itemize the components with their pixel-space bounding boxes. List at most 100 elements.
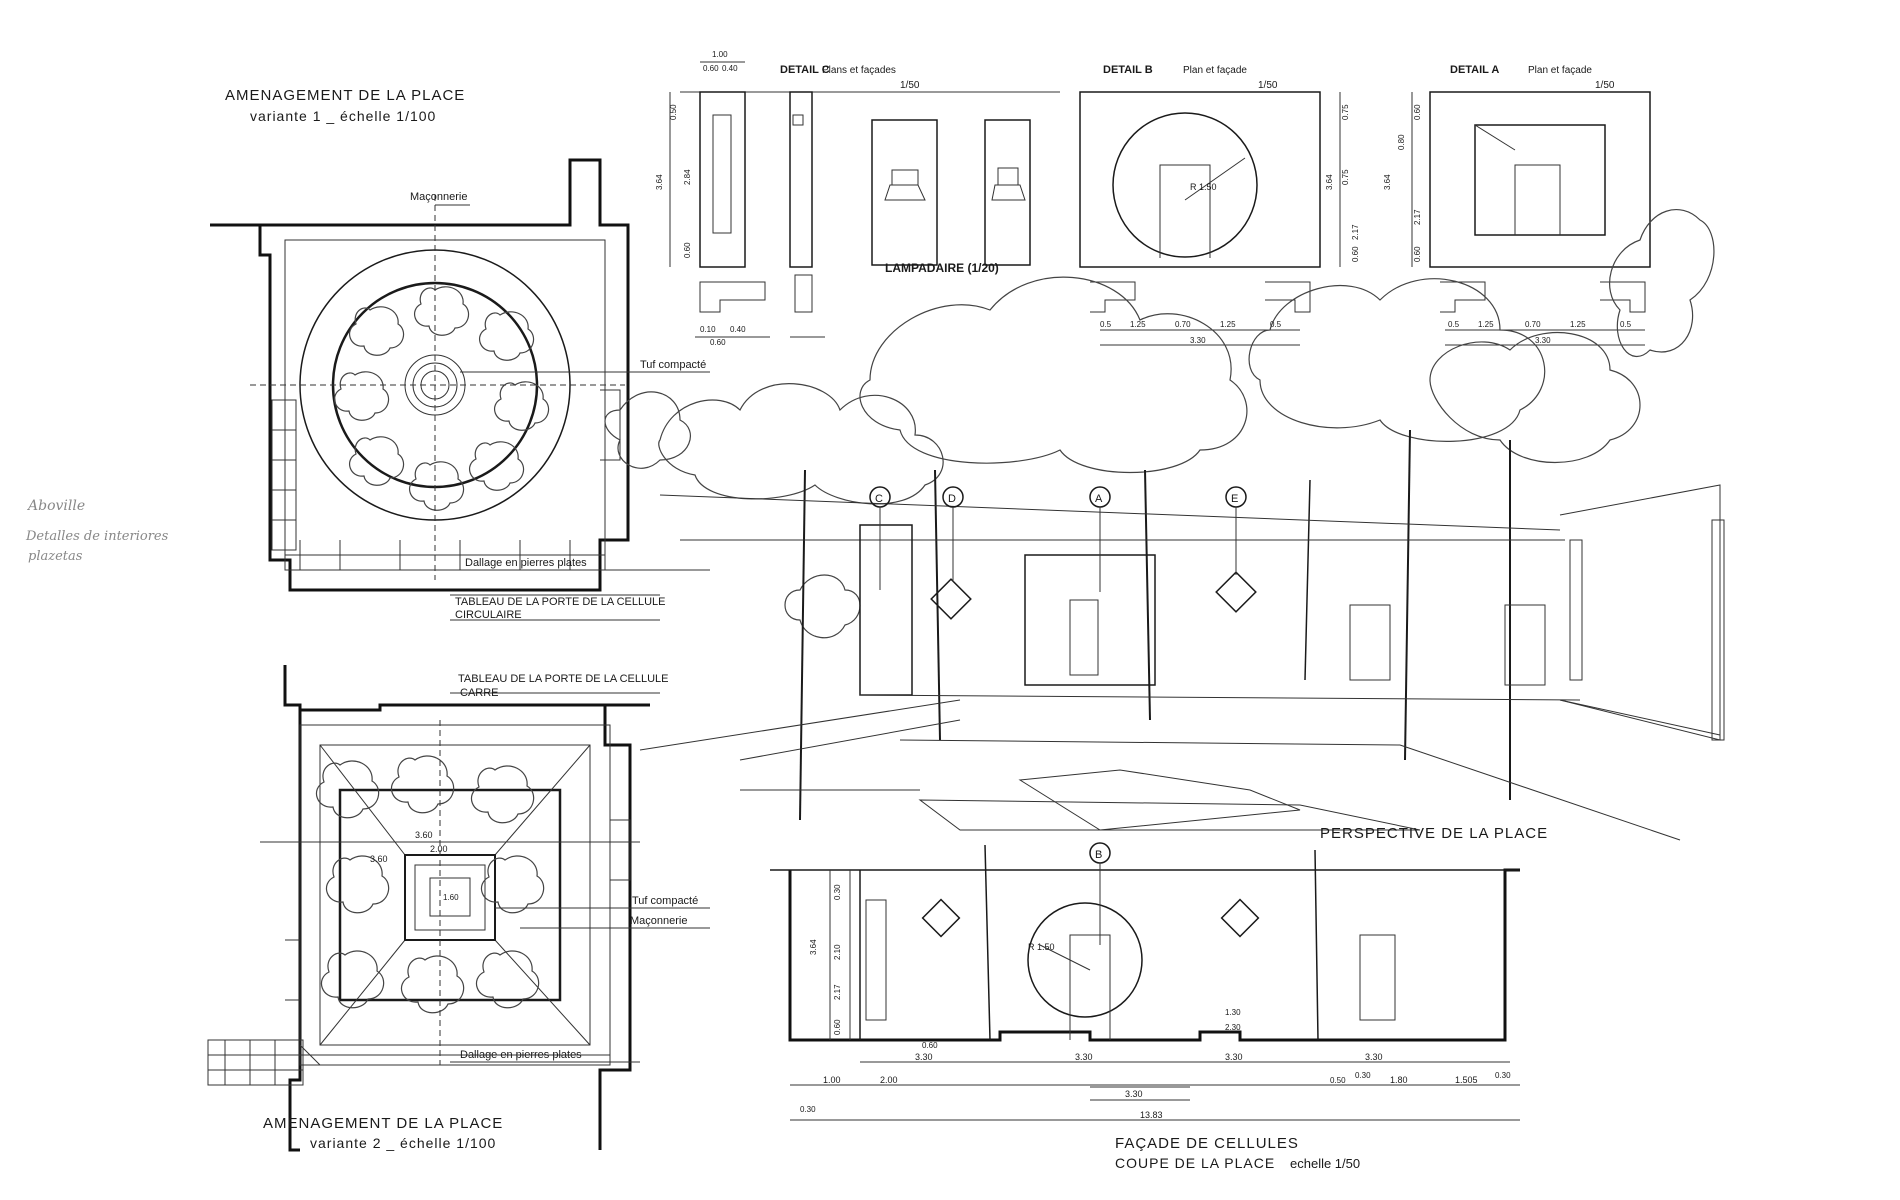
lamp-label: LAMPADAIRE (1/20)	[885, 261, 999, 275]
plan-variant2: 3.60 2.00 3.60 1.60 TABLEAU DE LA PORTE …	[207, 665, 710, 1152]
detail-a-title: DETAIL A	[1450, 64, 1499, 76]
facade-title-line2: COUPE DE LA PLACE	[1115, 1155, 1275, 1171]
detail-b-dim-bottom-5: 0.5	[1270, 320, 1282, 329]
detail-a-dim-side-4: 2.17	[1413, 209, 1422, 225]
handwritten-note-line2: Detalles de interiores	[25, 529, 169, 544]
detail-c-dim-side-2: 3.64	[655, 174, 664, 190]
perspective-title: PERSPECTIVE DE LA PLACE	[1320, 825, 1548, 842]
detail-b: DETAIL B Plan et façade 1/50 R 1.50 0.75…	[1079, 64, 1360, 346]
facade-dim-small-2: 2.30	[1225, 1023, 1241, 1032]
detail-b-dim-side-1: 0.75	[1341, 104, 1350, 120]
plan-variant1-label-door-line1: TABLEAU DE LA PORTE DE LA CELLULE	[455, 596, 666, 608]
plan-variant2-title: AMENAGEMENT DE LA PLACE	[263, 1115, 503, 1132]
detail-a-dim-side-2: 0.80	[1397, 134, 1406, 150]
plan-variant1-annotations: Maçonnerie Tuf compacté Dallage en pierr…	[250, 191, 710, 621]
facade-dim-total: 13.83	[1140, 1110, 1163, 1120]
facade-radius: R 1.50	[1028, 942, 1055, 952]
detail-a-subtitle: Plan et façade	[1528, 65, 1592, 76]
handwritten-note: Aboville Detalles de interiores plazetas	[25, 498, 169, 564]
detail-a-dim-bottom-2: 1.25	[1478, 320, 1494, 329]
detail-a-dim-bottom-1: 0.5	[1448, 320, 1460, 329]
facade-dim-row1-3: 3.30	[1225, 1052, 1243, 1062]
marker-c: C	[875, 493, 883, 505]
detail-a-dim-bottom-3: 0.70	[1525, 320, 1541, 329]
detail-b-title: DETAIL B	[1103, 64, 1153, 76]
facade-dim-row2-2: 2.00	[880, 1075, 898, 1085]
plan-variant1: AMENAGEMENT DE LA PLACE variante 1 _ éch…	[210, 87, 710, 621]
plan-variant2-dim-center: 1.60	[443, 893, 459, 902]
facade-dim-left-5: 0.60	[833, 1019, 842, 1035]
detail-b-total: 3.30	[1190, 336, 1206, 345]
plan-variant2-label-tuf: Tuf compacté	[632, 895, 698, 907]
plan-variant1-subtitle: variante 1 _ échelle 1/100	[250, 108, 436, 124]
plan-variant2-label-door-line1: TABLEAU DE LA PORTE DE LA CELLULE	[458, 673, 669, 685]
facade-dim-row2-1: 1.00	[823, 1075, 841, 1085]
detail-b-scale: 1/50	[1258, 80, 1278, 91]
facade-dim-left-4: 2.17	[833, 984, 842, 1000]
detail-c-subtitle: Plans et façades	[822, 65, 896, 76]
perspective-markers: C D A E	[869, 486, 1247, 592]
facade-dim-left-2: 0.30	[833, 884, 842, 900]
plan-variant2-annotations: TABLEAU DE LA PORTE DE LA CELLULE CARRE …	[450, 673, 710, 1063]
detail-a-dim-side-1: 0.60	[1413, 104, 1422, 120]
marker-d: D	[948, 493, 956, 505]
detail-c-scale: 1/50	[900, 80, 920, 91]
detail-a-total: 3.30	[1535, 336, 1551, 345]
facade-dim-row1-2: 3.30	[1075, 1052, 1093, 1062]
marker-a: A	[1095, 493, 1103, 505]
plan-variant1-label-tuf: Tuf compacté	[640, 359, 706, 371]
detail-b-dim-side-4: 2.17	[1351, 224, 1360, 240]
facade-dim-row2-7: 0.30	[1495, 1071, 1511, 1080]
plan-variant2-dim-inner: 2.00	[430, 844, 448, 854]
detail-b-dim-bottom-1: 0.5	[1100, 320, 1112, 329]
plan-variant1-label-masonry: Maçonnerie	[410, 191, 467, 203]
facade-dim-row2-5: 1.80	[1390, 1075, 1408, 1085]
detail-c-dim-top-1: 1.00	[712, 50, 728, 59]
handwritten-note-line1: Aboville	[26, 498, 85, 514]
plan-variant1-label-paving: Dallage en pierres plates	[465, 557, 587, 569]
facade-dim-row2-3: 0.50	[1330, 1076, 1346, 1085]
plan-variant1-label-door-line2: CIRCULAIRE	[455, 609, 522, 621]
detail-a-dim-side-5: 0.60	[1413, 246, 1422, 262]
facade-elevation: R 1.50 B 3.64 0.30 2.10 2.17 0.60 1.30 2…	[770, 842, 1520, 1171]
detail-c-dim-side-4: 0.60	[683, 242, 692, 258]
detail-b-dim-side-2: 0.75	[1341, 169, 1350, 185]
facade-dim-small-4: 0.30	[800, 1105, 816, 1114]
detail-c-dim-side-1: 0.50	[669, 104, 678, 120]
plan-variant2-dim-top: 3.60	[415, 830, 433, 840]
facade-dim-row2-6: 1.505	[1455, 1075, 1478, 1085]
facade-dim-small-3: 0.60	[922, 1041, 938, 1050]
detail-b-dim-bottom-3: 0.70	[1175, 320, 1191, 329]
plan-variant1-walls	[210, 158, 630, 592]
detail-b-radius: R 1.50	[1190, 182, 1217, 192]
detail-a-dim-bottom-4: 1.25	[1570, 320, 1586, 329]
detail-c-dim-bottom-1: 0.10	[700, 325, 716, 334]
detail-a-dim-side-3: 3.64	[1383, 174, 1392, 190]
detail-c: DETAIL C Plans et façades 1/50 1.00 0.60…	[655, 50, 1060, 347]
plan-variant2-label-masonry: Maçonnerie	[630, 915, 687, 927]
detail-c-title: DETAIL C	[780, 64, 830, 76]
perspective-building	[659, 484, 1725, 741]
plan-variant1-trees	[333, 286, 550, 511]
marker-e: E	[1231, 493, 1238, 505]
perspective-ground	[639, 699, 1721, 841]
facade-dim-left-1: 3.64	[809, 939, 818, 955]
detail-c-dim-bottom-3: 0.60	[710, 338, 726, 347]
plan-variant2-dim-side: 3.60	[370, 854, 388, 864]
plan-variant2-label-paving: Dallage en pierres plates	[460, 1049, 582, 1061]
detail-c-dim-side-3: 2.84	[683, 169, 692, 185]
facade-dim-center: 3.30	[1125, 1089, 1143, 1099]
plan-variant1-title: AMENAGEMENT DE LA PLACE	[225, 87, 465, 104]
handwritten-note-line3: plazetas	[28, 549, 83, 564]
detail-c-dim-top-3: 0.40	[722, 64, 738, 73]
detail-b-dim-side-3: 3.64	[1325, 174, 1334, 190]
facade-scale: echelle 1/50	[1290, 1156, 1360, 1171]
perspective-tree-trunks	[799, 429, 1511, 821]
detail-c-dim-bottom-2: 0.40	[730, 325, 746, 334]
facade-dim-row1-4: 3.30	[1365, 1052, 1383, 1062]
facade-dim-row1-1: 3.30	[915, 1052, 933, 1062]
facade-dim-row2-4: 0.30	[1355, 1071, 1371, 1080]
plan-variant2-walls	[207, 665, 650, 1152]
detail-b-dim-side-5: 0.60	[1351, 246, 1360, 262]
